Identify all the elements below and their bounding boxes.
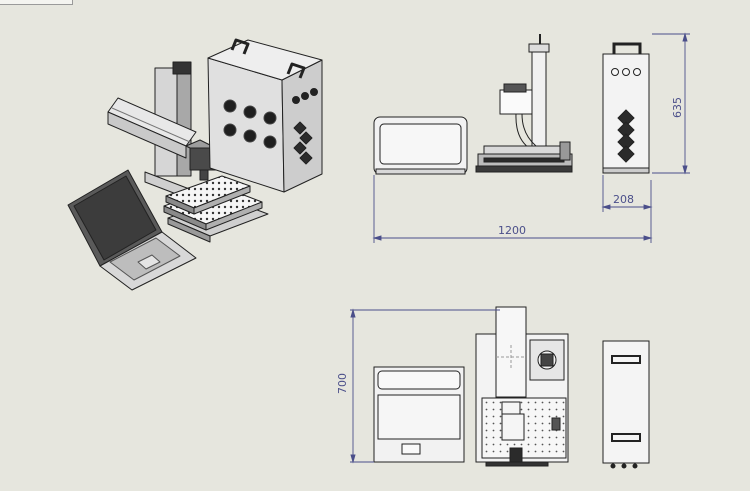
front-dimensions: [372, 32, 690, 243]
dim-label-700: 700: [336, 373, 349, 394]
dim-label-635: 635: [671, 97, 684, 118]
top-view: [373, 306, 650, 469]
work-table-iso: [163, 175, 269, 243]
cabinet-front: [602, 42, 650, 174]
dim-label-208: 208: [613, 193, 634, 206]
cabinet-iso: [207, 38, 323, 193]
laptop-iso: [67, 169, 197, 291]
cabinet-top: [602, 340, 650, 469]
machine-front: [475, 34, 573, 173]
isometric-view: [67, 38, 323, 291]
dim-label-1200: 1200: [498, 224, 526, 237]
laptop-top: [373, 366, 465, 463]
top-dimensions: [350, 308, 500, 464]
laptop-front: [373, 116, 468, 175]
front-view: [373, 34, 650, 175]
window-corner-tab: [0, 0, 73, 5]
machine-top: [475, 306, 569, 467]
laser-column-iso: [107, 61, 221, 201]
